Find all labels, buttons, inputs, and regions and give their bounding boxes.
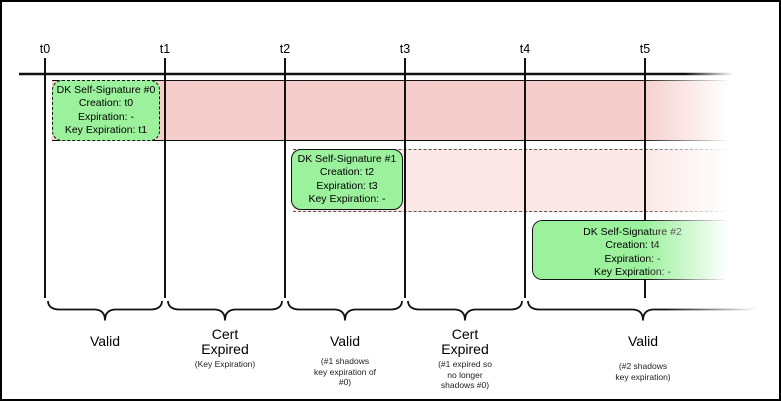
period-4-name-line: Cert	[451, 326, 479, 342]
period-1-name: Valid	[89, 333, 121, 349]
period-4-name-line: Expired	[441, 341, 489, 357]
period-label-5: Valid (#2 shadows key expiration)	[553, 334, 733, 382]
signature-box-1-key-expiration: Key Expiration: -	[308, 193, 386, 206]
period-3-note-line: (#1 shadows	[320, 356, 370, 366]
signature-box-0-creation: Creation: t0	[78, 97, 134, 110]
period-4-note-line: no longer	[447, 369, 483, 380]
signature-box-1-creation: Creation: t2	[319, 166, 375, 179]
signature-box-0-key-expiration: Key Expiration: t1	[64, 124, 148, 137]
signature-box-2-title: DK Self-Signature #2	[583, 226, 682, 238]
signature-box-0-expiration: Expiration: -	[77, 110, 135, 123]
signature-box-2: DK Self-Signature #2 Creation: t4 Expira…	[532, 220, 733, 280]
signature-box-1: DK Self-Signature #1 Creation: t2 Expira…	[291, 149, 403, 210]
period-4-note-line: (#1 expired so	[438, 359, 492, 369]
period-5-note-line: key expiration)	[615, 371, 671, 382]
period-2-name-line: Cert	[211, 326, 239, 342]
signature-box-1-expiration: Expiration: t3	[316, 179, 378, 192]
signature-box-1-title: DK Self-Signature #1	[297, 153, 397, 165]
period-3-note-line: key expiration of	[314, 366, 376, 377]
period-2-name-line: Expired	[201, 341, 249, 357]
period-3-note-line: #0)	[338, 377, 352, 387]
tick-label-t1: t1	[159, 42, 171, 56]
period-3-name: Valid	[329, 333, 361, 349]
signature-box-0: DK Self-Signature #0 Creation: t0 Expira…	[52, 80, 160, 141]
period-label-3: Valid (#1 shadows key expiration of #0)	[255, 334, 435, 388]
period-label-4: Cert Expired (#1 expired so no longer sh…	[375, 327, 555, 391]
signature-box-2-key-expiration: Key Expiration: -	[593, 266, 672, 279]
tick-label-t2: t2	[279, 42, 291, 56]
period-4-note-line: shadows #0)	[440, 380, 490, 390]
period-5-note-line: (#2 shadows	[618, 361, 668, 371]
tick-label-t4: t4	[519, 42, 531, 56]
period-5-name: Valid	[627, 333, 659, 349]
tick-label-t5: t5	[639, 42, 651, 56]
period-2-note-line: (Key Expiration)	[194, 359, 256, 369]
tick-label-t3: t3	[399, 42, 411, 56]
period-label-1: Valid	[15, 334, 195, 349]
signature-box-0-title: DK Self-Signature #0	[56, 84, 156, 96]
signature-box-2-creation: Creation: t4	[605, 239, 660, 252]
signature-box-2-expiration: Expiration: -	[604, 252, 661, 265]
period-label-2: Cert Expired (Key Expiration)	[135, 327, 315, 370]
tick-label-t0: t0	[39, 42, 51, 56]
